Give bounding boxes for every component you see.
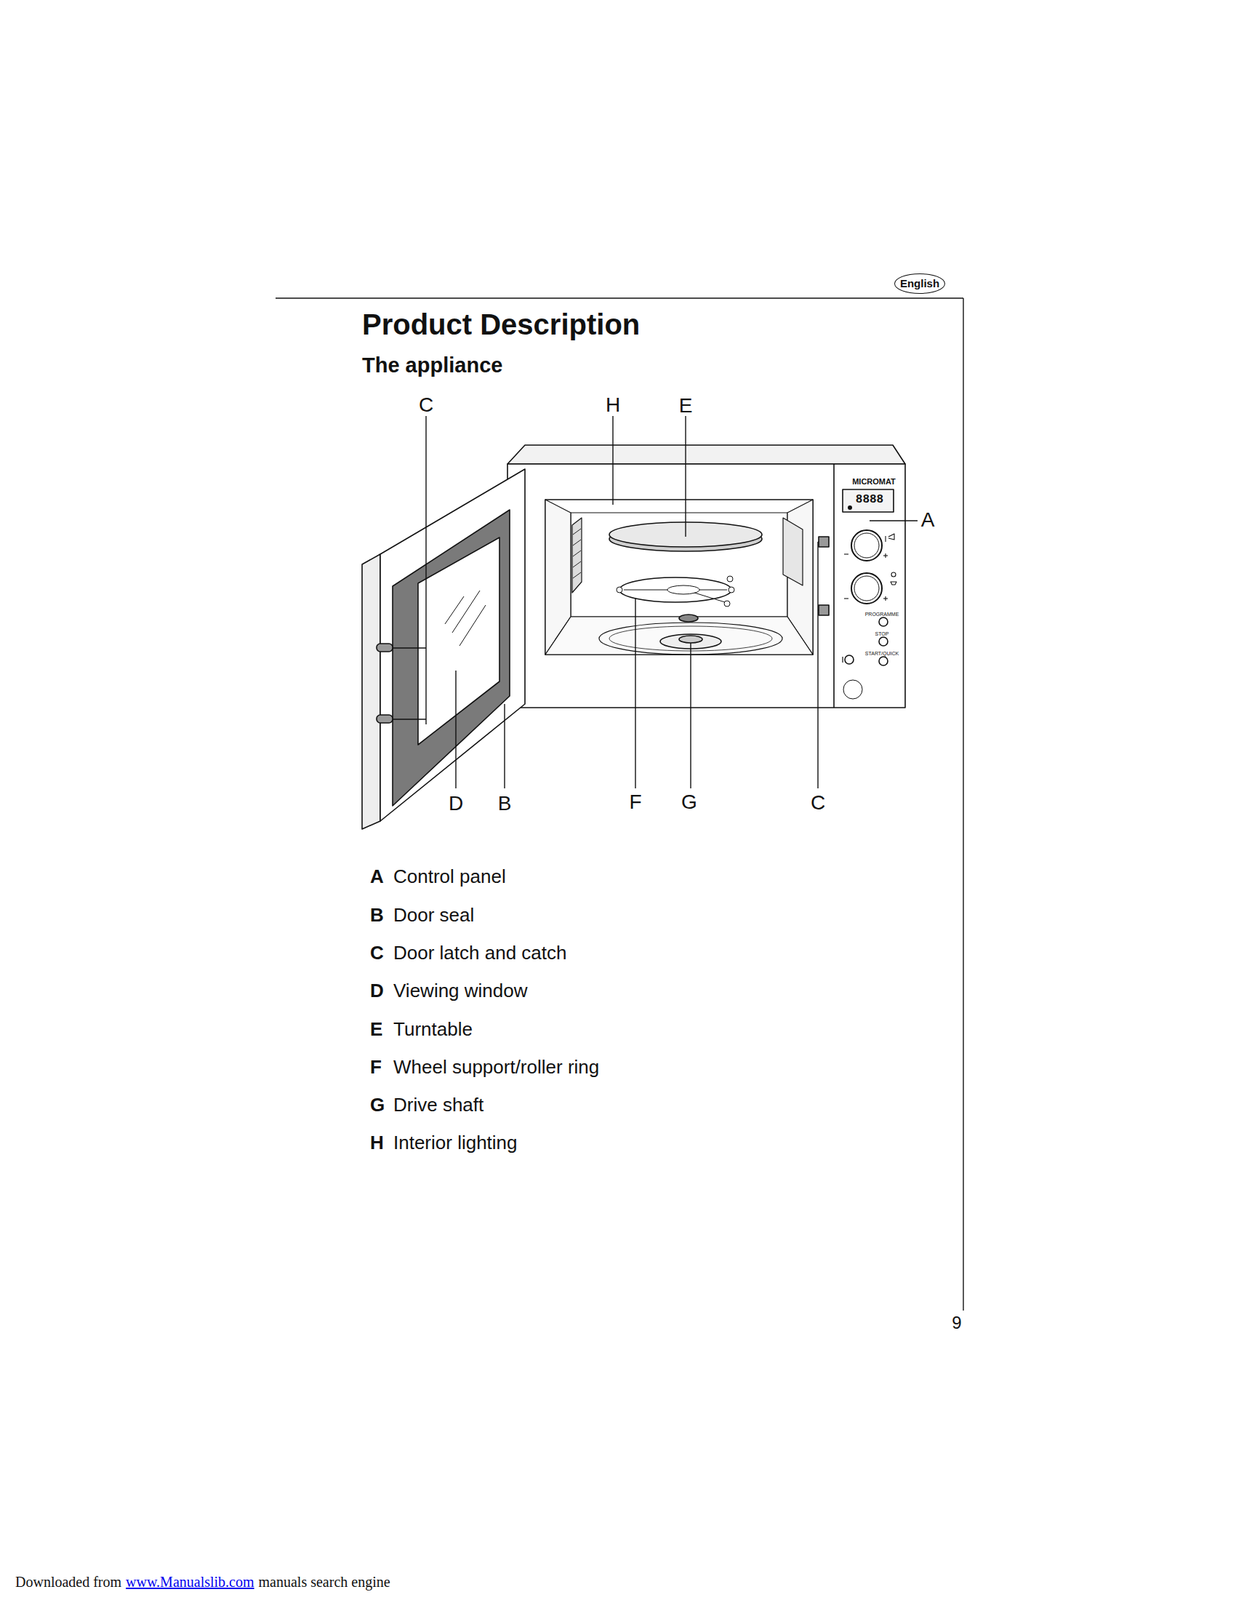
cavity-opening: [545, 499, 813, 655]
roller-spokes: [623, 589, 728, 603]
page-title: Product Description: [362, 308, 640, 341]
footer-text: Downloaded from: [15, 1573, 122, 1590]
latch-catch: [818, 536, 829, 547]
callout-letter: F: [628, 791, 642, 814]
button-label: PROGRAMME: [865, 611, 900, 618]
footer-text: manuals search engine: [258, 1573, 391, 1590]
legend-letter: A: [370, 865, 384, 888]
right-cover: [783, 517, 803, 586]
glass-glare: [444, 590, 486, 646]
door-latch: [376, 714, 393, 723]
button-label: START/QUICK: [865, 650, 899, 657]
left-vent: [572, 517, 582, 593]
part-name: Drive shaft: [393, 1094, 484, 1116]
door: [380, 468, 525, 821]
node-text: English: [900, 277, 940, 291]
button-label: STOP: [875, 631, 890, 637]
legend-letter: F: [370, 1056, 382, 1078]
door-edge: [362, 554, 381, 829]
roller-wheels: [616, 575, 735, 607]
legend-letter: H: [370, 1132, 384, 1154]
legend-letter: G: [370, 1094, 385, 1116]
knob-symbols: [844, 533, 897, 601]
coupler: [679, 614, 698, 622]
legend-letter: C: [370, 942, 384, 964]
button: [879, 636, 888, 646]
button: [879, 617, 888, 626]
roller-ring: [619, 577, 732, 603]
footer-link: www.Manualslib.com: [125, 1573, 254, 1590]
oven-front: [507, 463, 906, 708]
callout-letter: D: [448, 792, 464, 816]
drive-shaft: [679, 635, 703, 643]
legend-letter: B: [370, 904, 384, 926]
knob: [851, 572, 882, 604]
leader-lines: [392, 415, 918, 789]
callout-letter: C: [810, 791, 826, 815]
door-latch: [376, 643, 393, 652]
legend-letter: D: [370, 980, 384, 1002]
back-wall: [570, 512, 788, 617]
door-release: [843, 679, 863, 699]
side-rule: [962, 298, 964, 1311]
callout-letter: E: [679, 394, 693, 418]
page-number: 9: [951, 1313, 962, 1332]
callout-letter: G: [681, 791, 698, 814]
callout-letter: C: [418, 394, 434, 417]
brand-name: MICROMAT: [852, 476, 896, 486]
part-name: Viewing window: [393, 980, 528, 1002]
button: [879, 656, 888, 666]
knob: [851, 530, 882, 561]
panel-divider: [833, 463, 835, 708]
oven-top: [507, 444, 906, 464]
top-rule: [275, 297, 964, 299]
part-name: Door latch and catch: [393, 942, 567, 964]
part-name: Door seal: [393, 904, 475, 926]
door-seal: [392, 509, 510, 806]
part-name: Interior lighting: [393, 1132, 518, 1154]
cavity-floor: [545, 616, 813, 655]
display-digits: 8888: [855, 493, 884, 507]
language-badge: English: [894, 273, 946, 294]
subtitle: The appliance: [362, 354, 503, 378]
callout-letter: A: [921, 508, 935, 532]
part-name: Wheel support/roller ring: [393, 1056, 600, 1078]
vent-slats: [572, 528, 581, 579]
callout-letter: B: [498, 792, 512, 816]
legend-letter: E: [370, 1018, 383, 1040]
viewing-window: [418, 537, 500, 745]
button: [844, 655, 854, 664]
latch-catch: [818, 604, 829, 616]
part-name: Turntable: [393, 1018, 473, 1040]
callout-letter: H: [605, 394, 621, 417]
display: [842, 489, 894, 512]
part-name: Control panel: [393, 865, 507, 888]
